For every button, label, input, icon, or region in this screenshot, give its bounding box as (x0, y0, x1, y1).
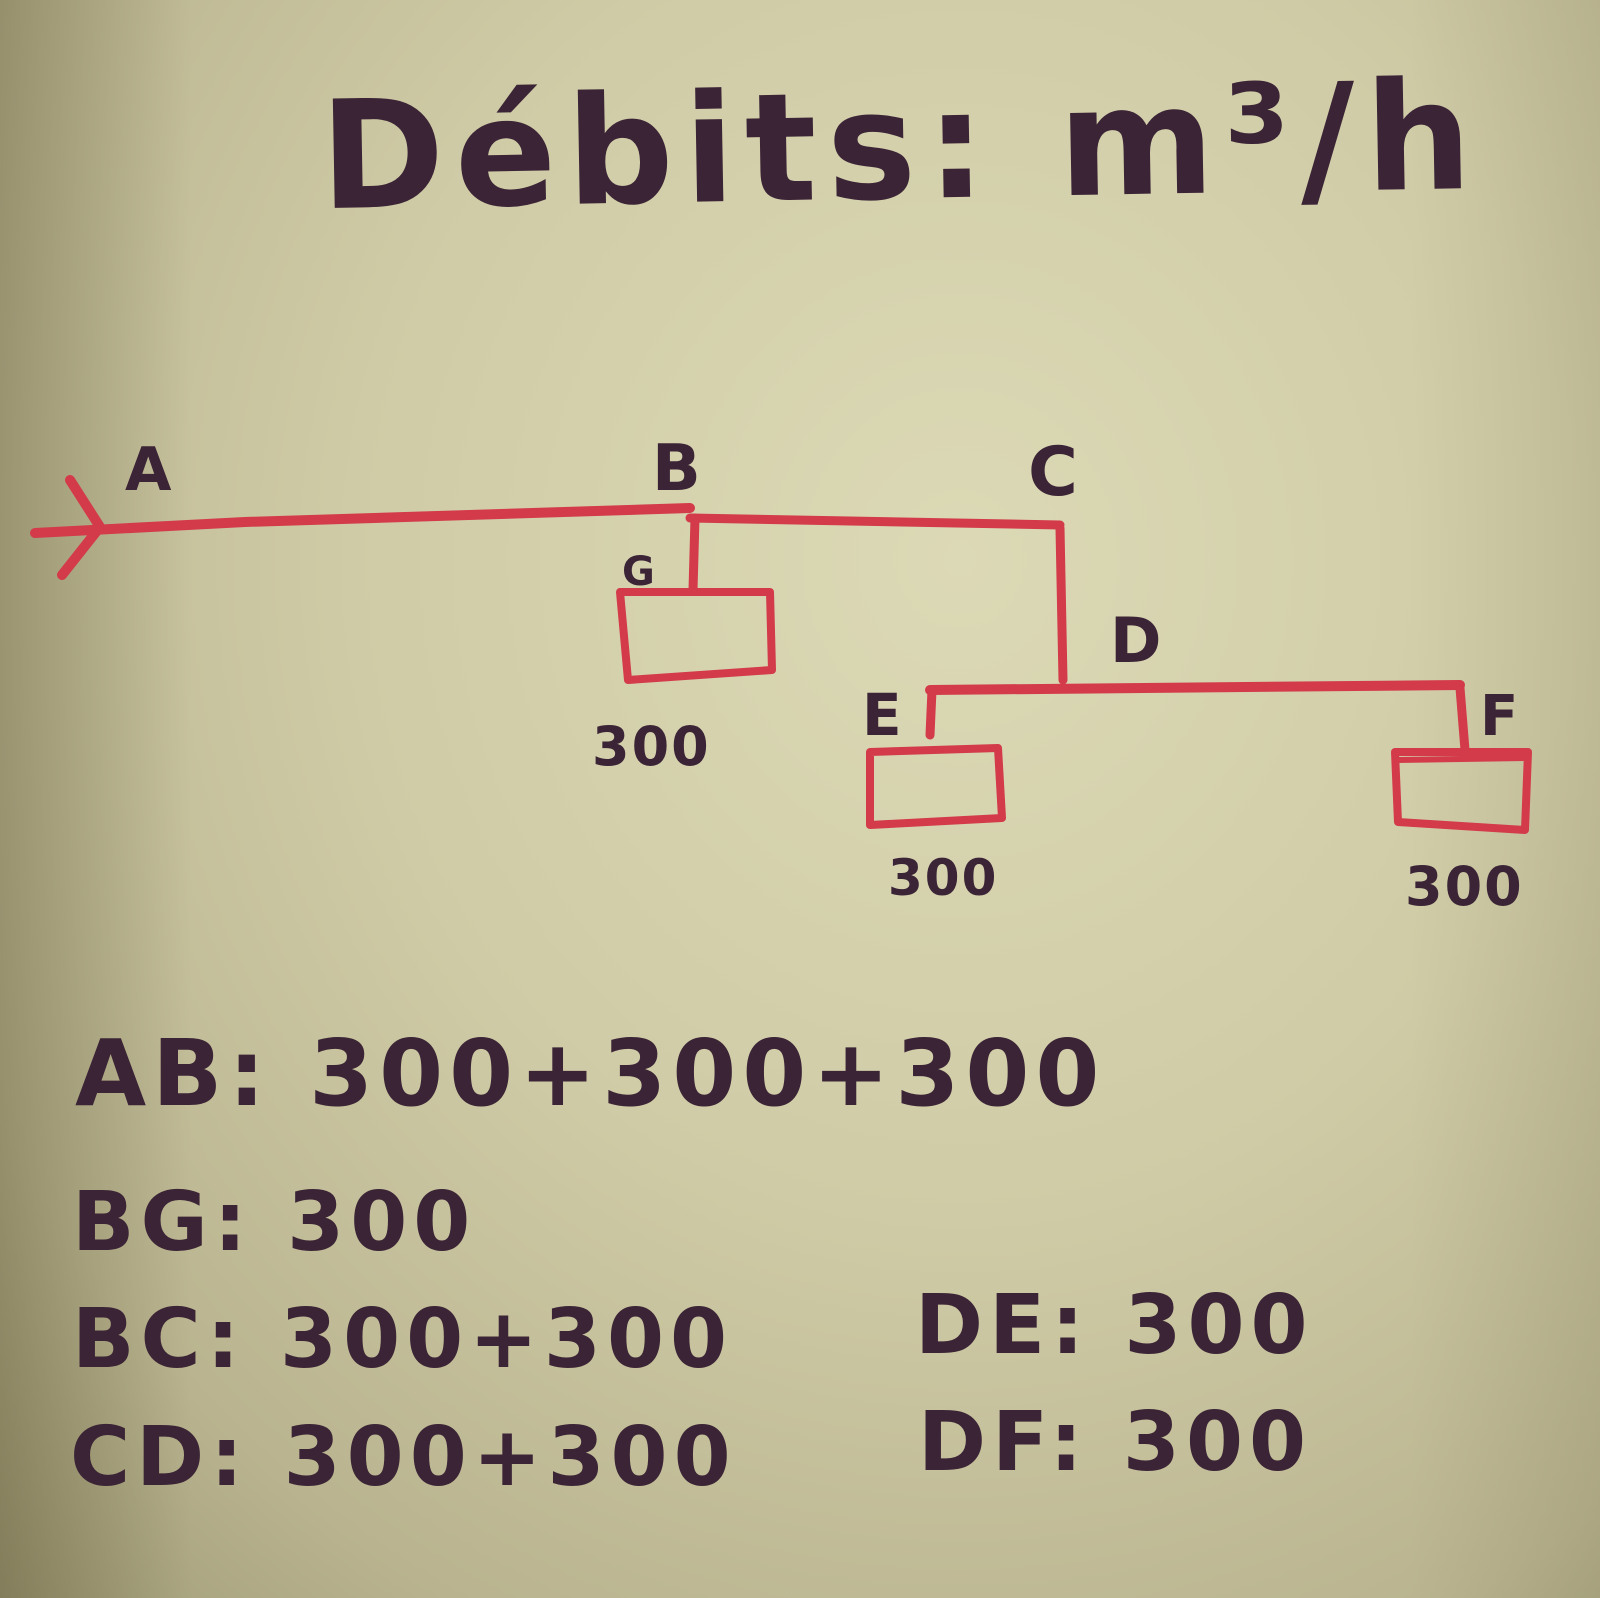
pipe-to-E (925, 685, 937, 740)
node-label-A: A (125, 435, 172, 505)
pipe-C-D (1055, 523, 1068, 685)
equation-CD: CD: 300+300 (70, 1410, 737, 1505)
tank-F-lid (1392, 755, 1531, 763)
equation-BC: BC: 300+300 (72, 1292, 734, 1387)
node-label-E: E (862, 681, 902, 749)
flow-label-F: 300 (1405, 855, 1524, 918)
tank-G (616, 588, 776, 684)
pipe-network-diagram: A B C G D E F 300 300 300 (30, 432, 1532, 918)
pipe-A-B (30, 503, 695, 538)
flow-label-G: 300 (592, 715, 711, 778)
equation-BG: BG: 300 (72, 1175, 477, 1270)
node-label-D: D (1110, 604, 1161, 677)
equation-DE: DE: 300 (915, 1278, 1314, 1373)
arrow-inlet-icon (57, 475, 105, 580)
flow-label-E: 300 (888, 849, 998, 907)
node-label-C: C (1028, 433, 1078, 512)
node-label-G: G (622, 549, 655, 595)
tank-E (866, 744, 1006, 829)
pipe-B-C (685, 513, 1065, 530)
equation-AB: AB: 300+300+300 (75, 1020, 1106, 1127)
tank-F (1391, 748, 1532, 834)
pipe-to-F (1455, 683, 1470, 755)
equation-DF: DF: 300 (918, 1395, 1313, 1490)
pipe-B-G (688, 513, 700, 595)
node-label-B: B (652, 432, 701, 506)
pipe-D-E-F (925, 680, 1465, 695)
node-label-F: F (1480, 684, 1518, 749)
